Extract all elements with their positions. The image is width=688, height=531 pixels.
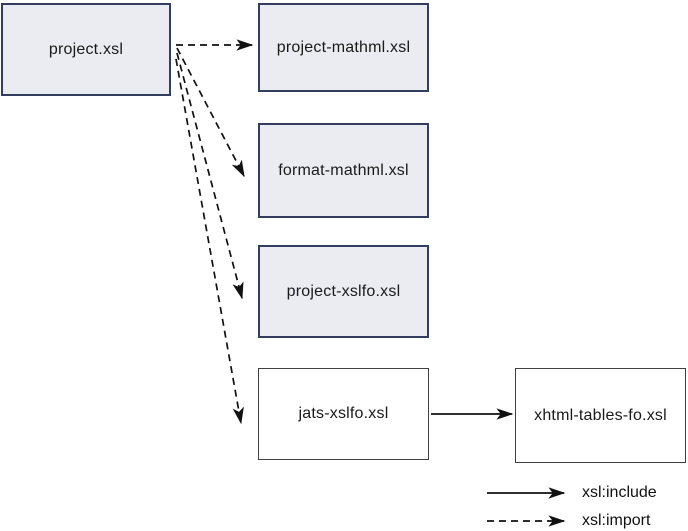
- node-label: project.xsl: [48, 40, 124, 58]
- node-label: xhtml-tables-fo.xsl: [534, 406, 667, 424]
- node-label: project-xslfo.xsl: [286, 282, 401, 300]
- node-label: jats-xslfo.xsl: [298, 405, 389, 422]
- node-label: format-mathml.xsl: [278, 161, 409, 179]
- node-jats-xslfo-xsl: jats-xslfo.xsl: [258, 368, 429, 460]
- legend-import-label: xsl:import: [582, 512, 651, 529]
- import-arrow-project-to-format-mathml: [176, 47, 245, 178]
- node-format-mathml-xsl: format-mathml.xsl: [258, 123, 429, 218]
- import-arrow-project-to-jats-xslfo: [175, 58, 244, 425]
- node-label: project-mathml.xsl: [276, 38, 411, 56]
- legend-include-label: xsl:include: [582, 484, 657, 501]
- node-project-mathml-xsl: project-mathml.xsl: [258, 3, 429, 92]
- import-arrow-project-to-project-xslfo: [176, 52, 244, 300]
- node-project-xslfo-xsl: project-xslfo.xsl: [258, 245, 429, 338]
- node-xhtml-tables-fo-xsl: xhtml-tables-fo.xsl: [515, 368, 686, 463]
- node-project-xsl: project.xsl: [1, 3, 171, 96]
